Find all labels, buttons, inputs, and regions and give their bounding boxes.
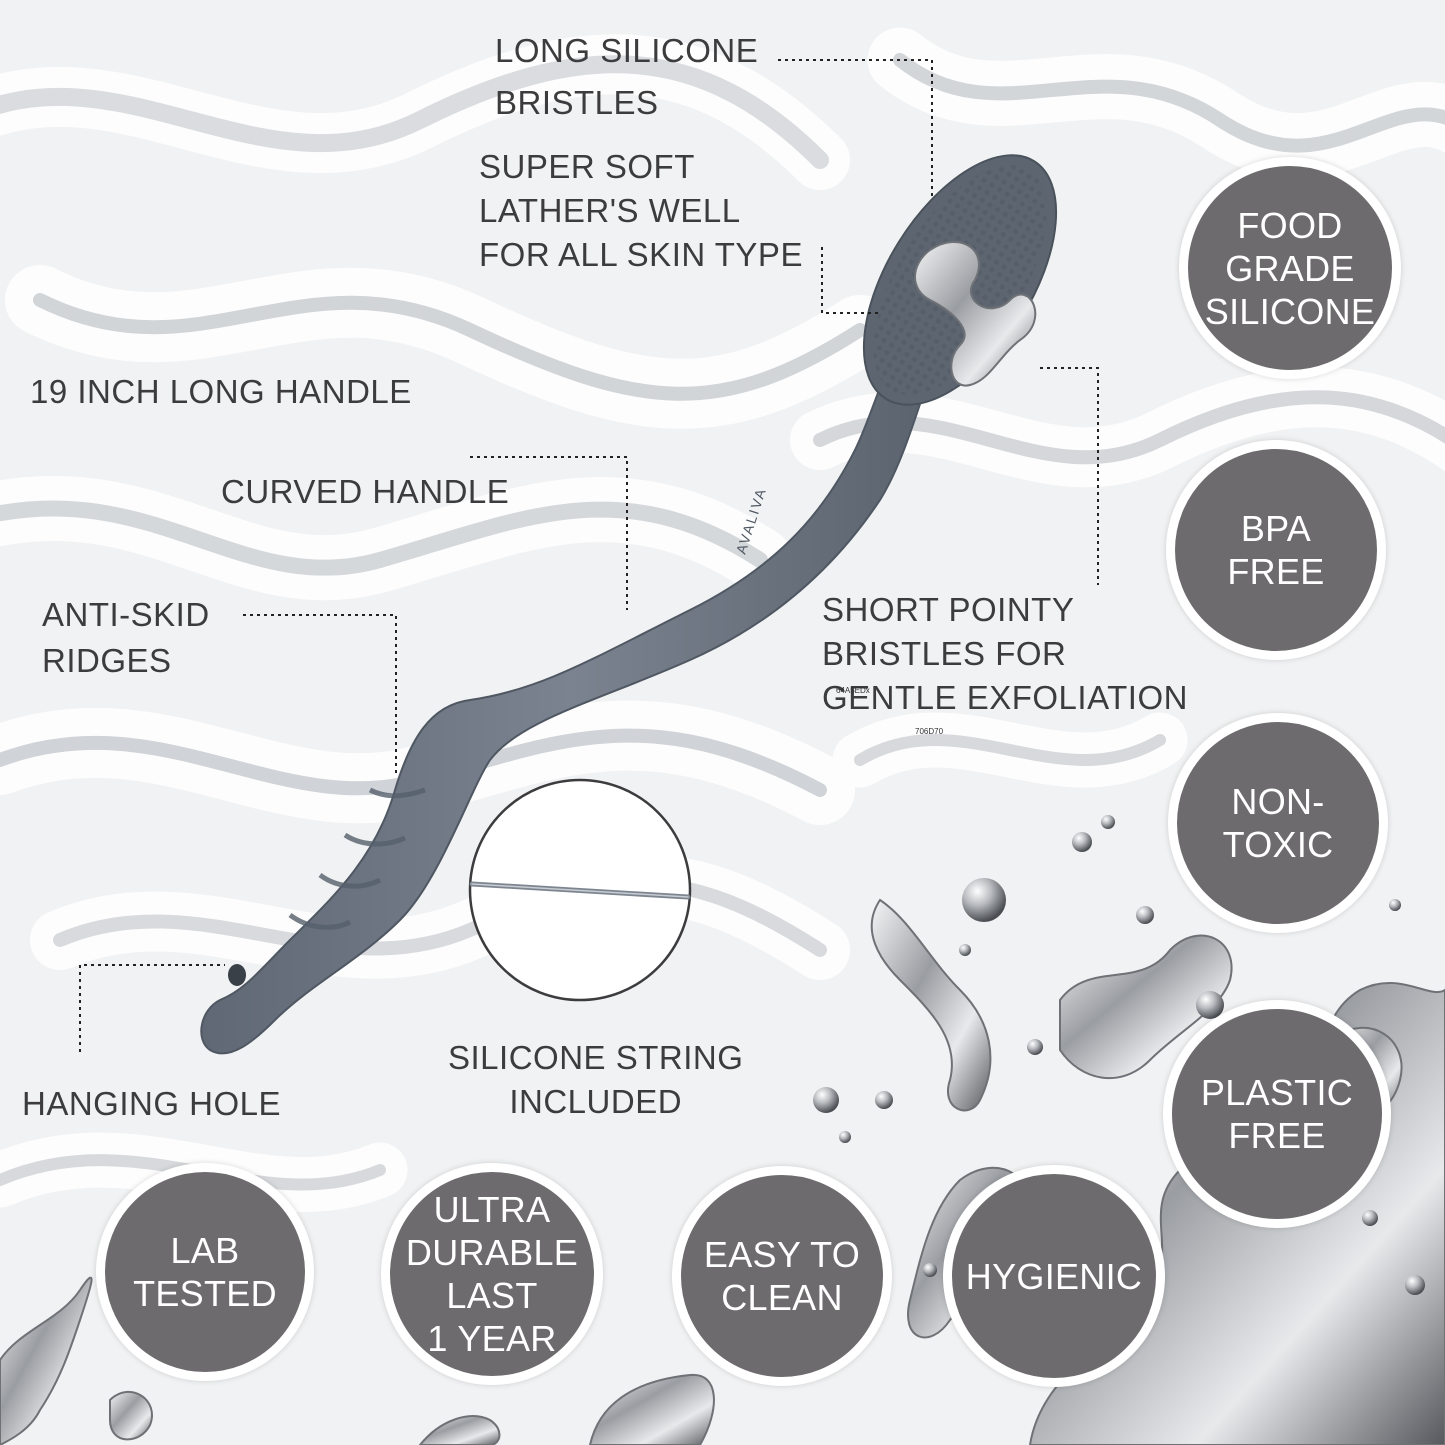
badge-lab-tested: LAB TESTED [96, 1163, 314, 1381]
label-long-handle: 19 INCH LONG HANDLE [30, 373, 412, 410]
label-silicone-string: SILICONE STRING INCLUDED [448, 1039, 744, 1120]
badge-plastic-free: PLASTIC FREE [1163, 1000, 1391, 1228]
badge-bpa-free: BPA FREE [1166, 440, 1386, 660]
label-hanging-hole: HANGING HOLE [22, 1085, 282, 1122]
brush-handle [200, 328, 942, 1055]
label-short-bristles: SHORT POINTY BRISTLES FOR GENTLE EXFOLIA… [822, 591, 1188, 716]
label-long-bristles: LONG SILICONE BRISTLES [495, 32, 759, 121]
hanging-hole [228, 964, 246, 986]
badge-food-grade: FOOD GRADE SILICONE [1179, 157, 1401, 379]
badge-ultra-durable: ULTRA DURABLE LAST 1 YEAR [381, 1163, 603, 1385]
tiny-code-1: 64A5EDx [836, 686, 870, 695]
label-super-soft: SUPER SOFT LATHER'S WELL FOR ALL SKIN TY… [479, 148, 803, 273]
tiny-code-2: 706D70 [915, 727, 944, 736]
badge-hygienic: HYGIENIC [943, 1165, 1165, 1387]
label-curved-handle: CURVED HANDLE [221, 473, 510, 510]
label-anti-skid: ANTI-SKID RIDGES [42, 596, 210, 679]
badge-non-toxic: NON- TOXIC [1168, 713, 1388, 933]
badge-easy-clean: EASY TO CLEAN [672, 1166, 892, 1386]
